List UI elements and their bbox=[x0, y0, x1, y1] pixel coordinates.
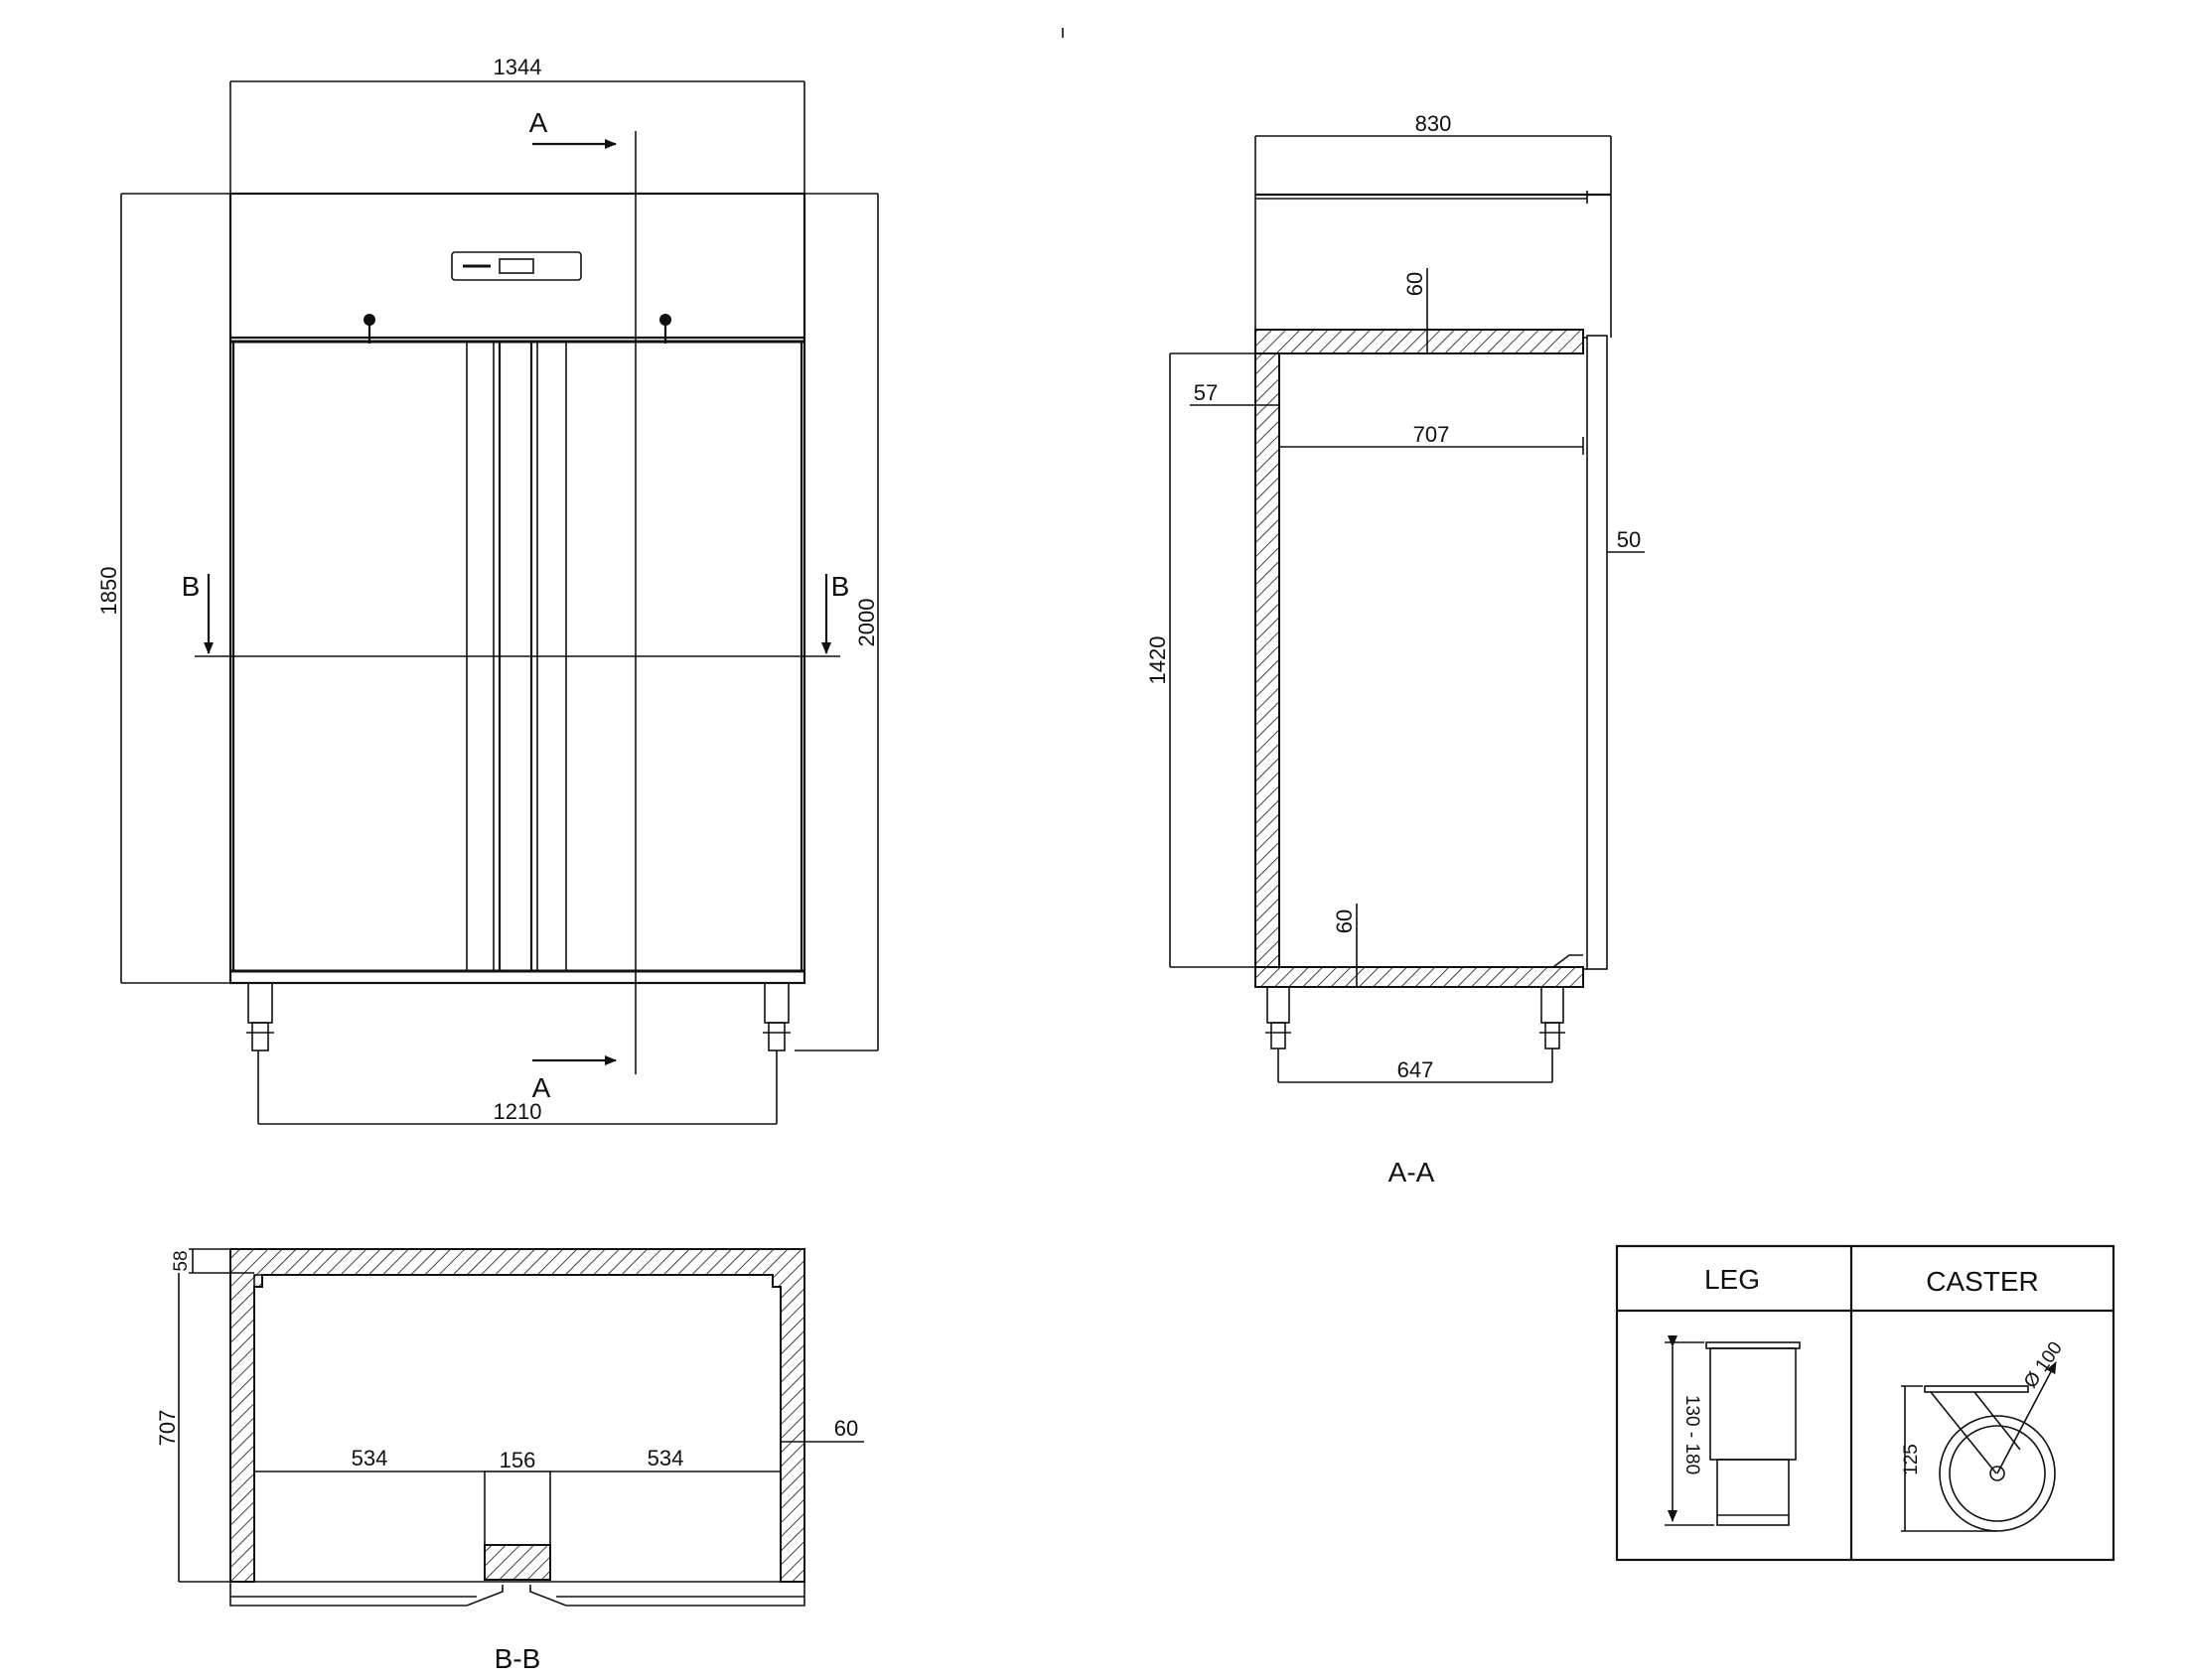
section-line-b: B B bbox=[182, 571, 850, 657]
aa-top-insulation-label: 60 bbox=[1402, 272, 1427, 296]
section-bb-view: 58 707 60 534 156 534 B-B bbox=[155, 1248, 864, 1674]
bb-left-door bbox=[229, 1582, 504, 1607]
caster-height-label: 125 bbox=[1901, 1444, 1922, 1475]
bb-left-width-label: 534 bbox=[352, 1446, 388, 1470]
bb-interior-depth-label: 707 bbox=[155, 1410, 180, 1447]
aa-depth-label: 830 bbox=[1415, 111, 1452, 136]
aa-leg-right bbox=[1539, 986, 1565, 1050]
bb-right-door bbox=[529, 1582, 805, 1607]
front-total-height-dimension: 2000 bbox=[795, 193, 879, 1051]
display-screen bbox=[499, 258, 534, 274]
aa-door bbox=[1586, 335, 1608, 970]
bb-top-offset-label: 58 bbox=[171, 1250, 192, 1271]
aa-door-thickness-label: 50 bbox=[1617, 527, 1641, 552]
front-leg-right bbox=[763, 982, 791, 1051]
front-width-dimension: 1344 bbox=[229, 55, 805, 194]
bb-mullion-width-label: 156 bbox=[500, 1448, 536, 1472]
section-bb-title: B-B bbox=[495, 1643, 541, 1674]
lock-icon bbox=[659, 314, 671, 344]
lock-icon bbox=[364, 314, 375, 344]
section-aa-view: 830 60 57 bbox=[1145, 111, 1645, 1188]
section-b-label-left: B bbox=[182, 571, 201, 602]
section-line-a: A A bbox=[529, 107, 637, 1103]
section-a-label-top: A bbox=[529, 107, 548, 138]
front-leg-left bbox=[246, 982, 274, 1051]
leg-icon bbox=[1665, 1335, 1801, 1526]
aa-bottom-wall bbox=[1254, 966, 1584, 988]
front-view: 1344 bbox=[96, 55, 879, 1125]
leg-header: LEG bbox=[1704, 1264, 1760, 1295]
front-leg-span-dimension: 1210 bbox=[257, 1050, 778, 1125]
aa-bottom-insulation-label: 60 bbox=[1332, 910, 1357, 933]
bb-side-insulation-label: 60 bbox=[834, 1416, 858, 1441]
caster-header: CASTER bbox=[1926, 1266, 2039, 1297]
aa-top-wall bbox=[1254, 329, 1584, 354]
section-b-label-right: B bbox=[831, 571, 850, 602]
options-table: LEG CASTER 130 - 180 125 Ø 100 bbox=[1615, 1244, 2115, 1562]
aa-interior-depth-label: 707 bbox=[1413, 422, 1450, 447]
front-body-height-label: 1850 bbox=[96, 567, 121, 616]
aa-leg-left bbox=[1265, 986, 1291, 1050]
caster-diameter-label: Ø 100 bbox=[2020, 1338, 2067, 1392]
section-a-label-bottom: A bbox=[532, 1072, 551, 1103]
cabinet-body bbox=[228, 192, 806, 985]
aa-leg-span-dimension: 647 bbox=[1277, 1049, 1553, 1083]
aa-interior-height-dimension: 1420 bbox=[1145, 352, 1279, 968]
bb-right-width-label: 534 bbox=[648, 1446, 684, 1470]
front-body-height-dimension: 1850 bbox=[96, 193, 230, 984]
bb-back-wall bbox=[229, 1248, 805, 1583]
front-width-label: 1344 bbox=[494, 55, 542, 79]
aa-back-wall bbox=[1254, 352, 1280, 968]
front-leg-span-label: 1210 bbox=[494, 1099, 542, 1124]
aa-interior-height-label: 1420 bbox=[1145, 636, 1170, 685]
aa-depth-dimension: 830 bbox=[1254, 111, 1612, 338]
section-aa-title: A-A bbox=[1388, 1157, 1435, 1188]
front-total-height-label: 2000 bbox=[854, 599, 879, 647]
leg-height-label: 130 - 180 bbox=[1681, 1395, 1702, 1474]
aa-leg-span-label: 647 bbox=[1397, 1057, 1434, 1082]
control-panel bbox=[451, 251, 582, 281]
bb-mullion bbox=[484, 1470, 551, 1546]
caster-icon bbox=[1901, 1361, 2057, 1532]
aa-back-insulation-label: 57 bbox=[1194, 380, 1218, 405]
